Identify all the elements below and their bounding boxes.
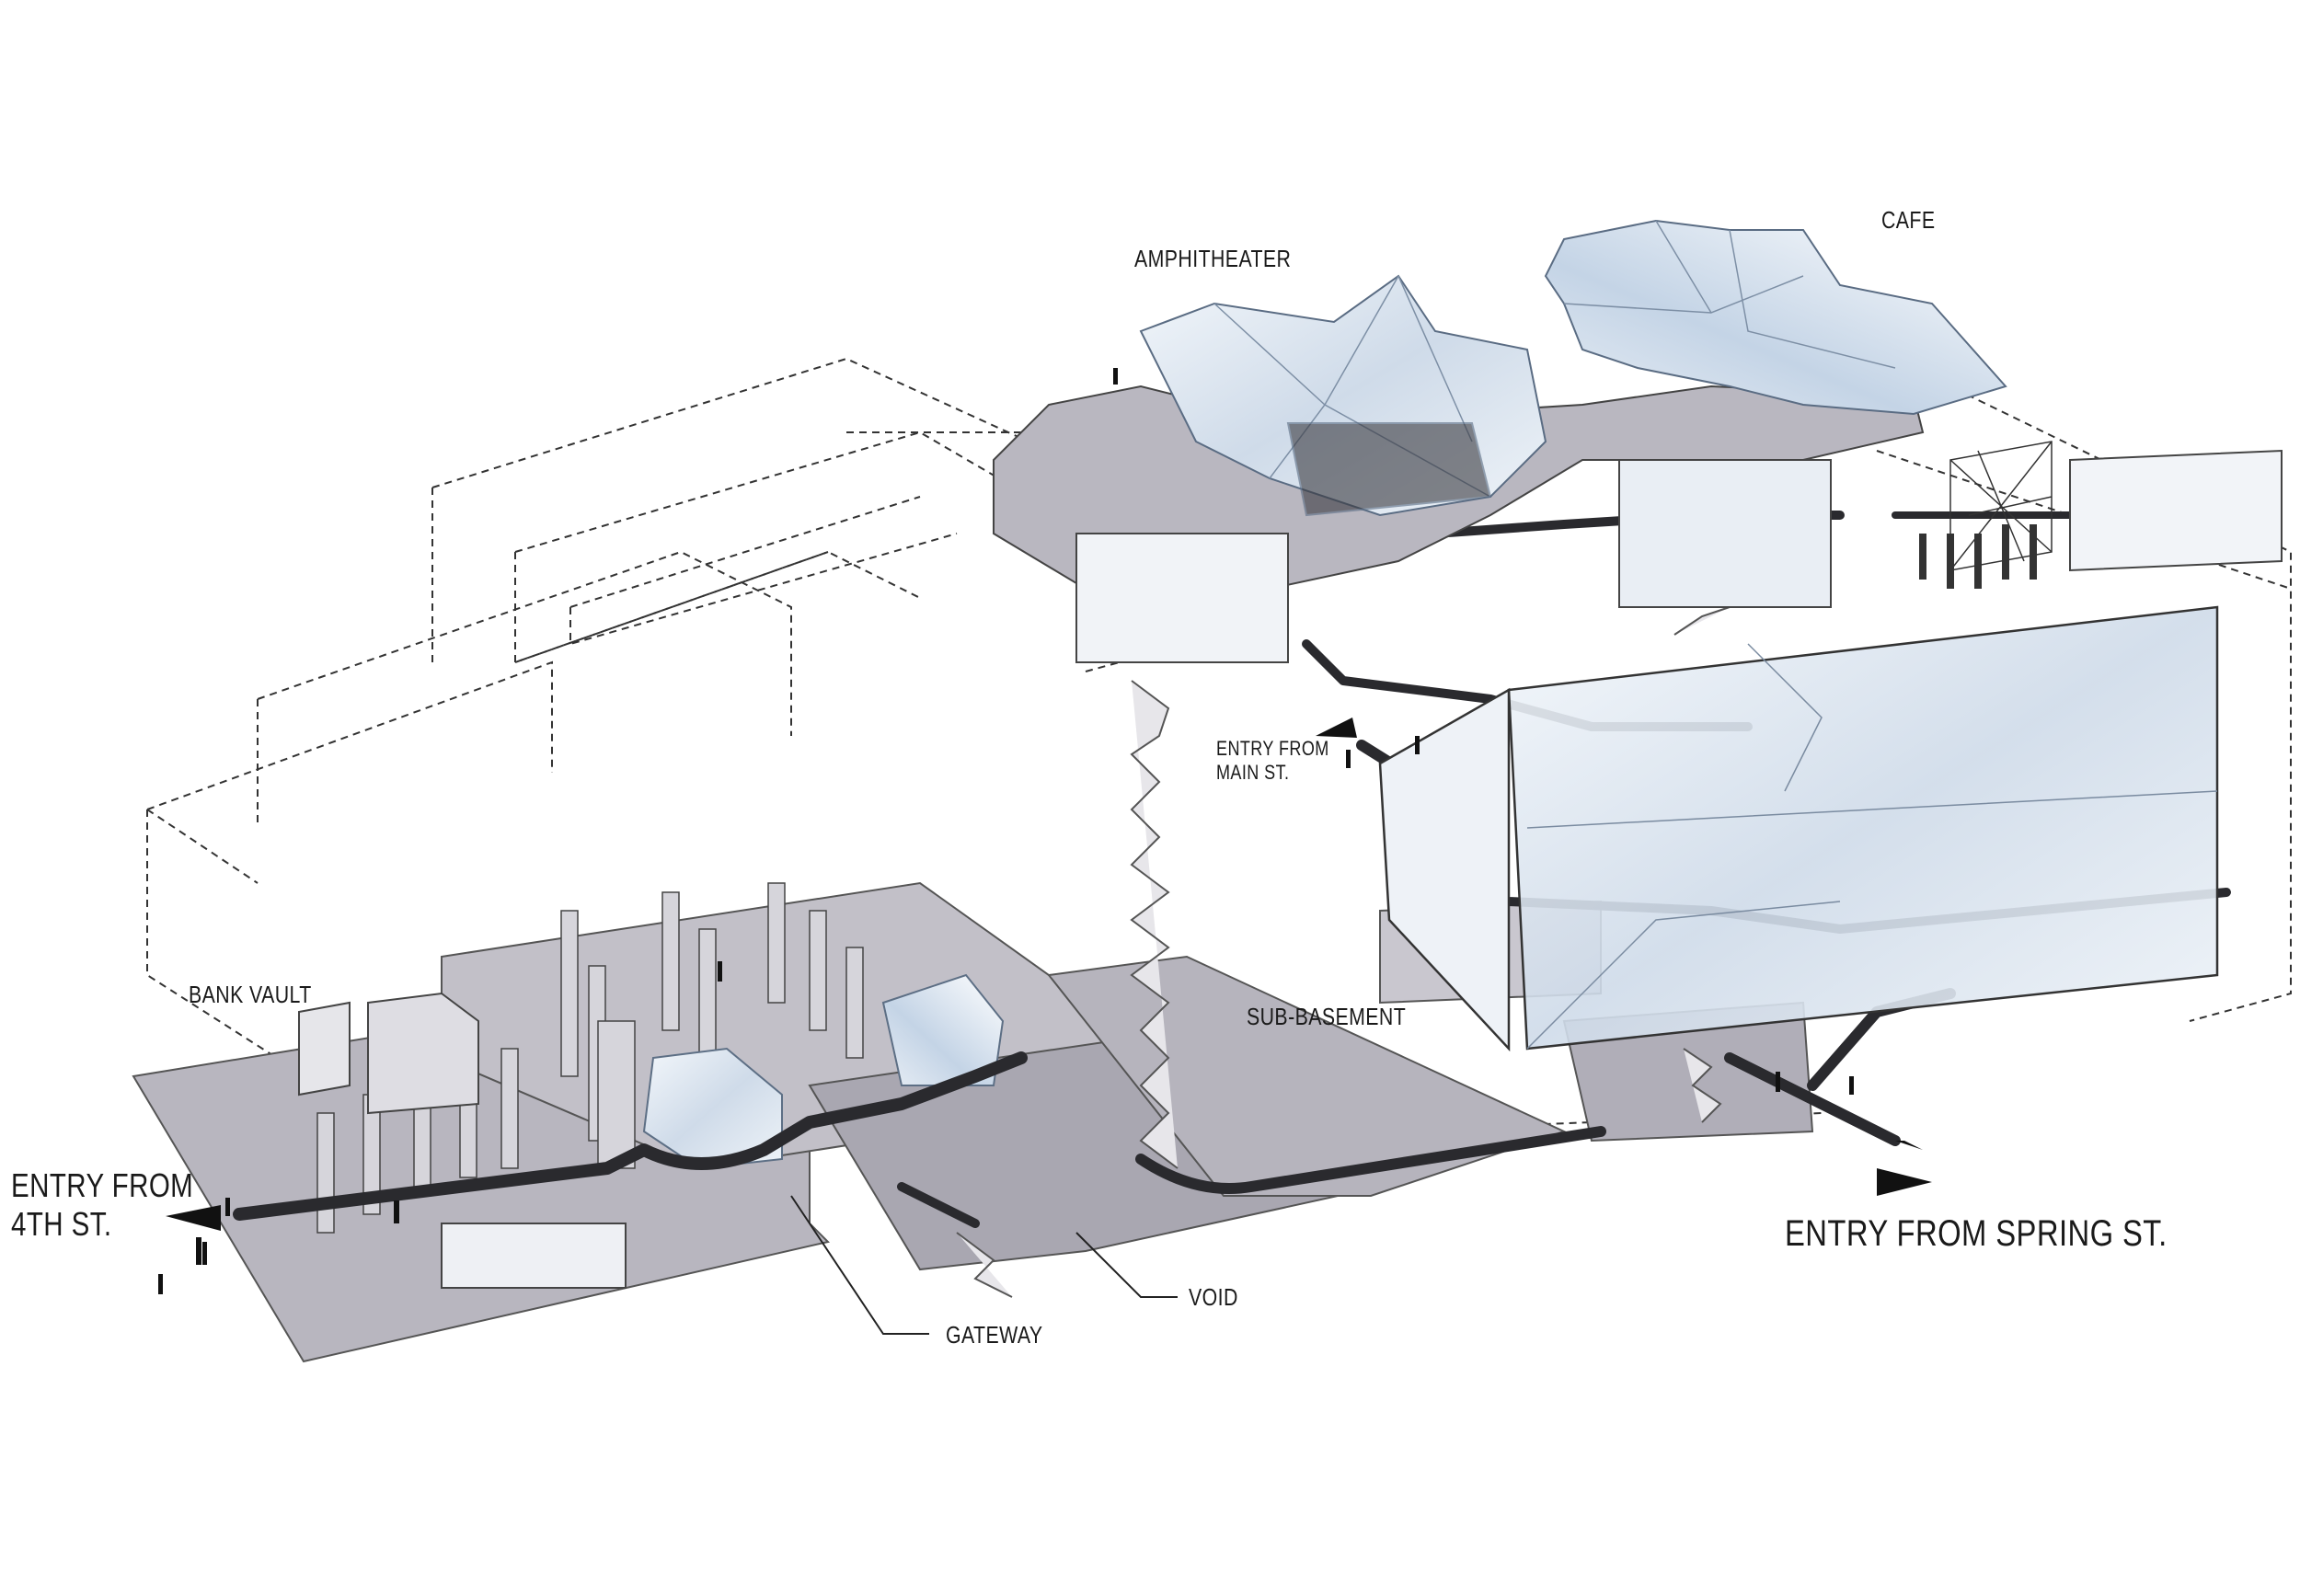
arrow-spring-st [1877, 1168, 1932, 1196]
label-entry-main-line2: MAIN ST. [1216, 761, 1290, 784]
path-void-down [897, 1182, 980, 1228]
column [661, 891, 680, 1031]
roof-lattice [1919, 441, 2053, 589]
gateway-pavilion [642, 973, 1005, 1170]
void-stair [956, 1232, 1013, 1298]
callout-leaders [790, 1195, 1178, 1335]
path-4th-st [233, 1051, 1028, 1221]
column [500, 1048, 519, 1169]
figure [196, 1237, 201, 1265]
ghost-block-upper [431, 357, 1050, 664]
arrow-4th-st [166, 1205, 221, 1231]
figure [1776, 1072, 1780, 1092]
label-amphitheater: AMPHITHEATER [1134, 245, 1292, 272]
leader-void [1075, 1232, 1178, 1298]
figure [158, 1274, 163, 1294]
column [809, 910, 827, 1031]
column [597, 1020, 636, 1169]
entry-arrows [166, 718, 1932, 1231]
label-entry-4th-line1: ENTRY FROM [11, 1166, 194, 1204]
amphitheater-canopy [1139, 274, 1547, 517]
spring-stair [1683, 1048, 1722, 1123]
path-sub-basement [1135, 1126, 1606, 1194]
figure [1415, 736, 1420, 754]
label-bank-vault: BANK VAULT [189, 981, 312, 1008]
stairs [956, 606, 1731, 1298]
figure [1113, 368, 1118, 385]
east-stair [1673, 606, 1731, 636]
label-entry-spring: ENTRY FROM SPRING ST. [1785, 1213, 2168, 1254]
path-spring-st [1724, 1052, 1901, 1146]
label-entry-4th-line2: 4TH ST. [11, 1205, 112, 1243]
label-cafe: CAFE [1881, 206, 1936, 234]
label-void: VOID [1189, 1283, 1238, 1311]
column [845, 947, 864, 1059]
cafe-canopy [1544, 219, 2007, 416]
column [560, 910, 579, 1077]
label-entry-main-line1: ENTRY FROM [1216, 737, 1329, 760]
roof-platform [993, 385, 2283, 663]
ghost-block-mid [257, 550, 921, 828]
figure [202, 1242, 207, 1265]
human-figures [158, 368, 1854, 1294]
label-sub-basement: SUB-BASEMENT [1247, 1003, 1407, 1030]
bank-vault [298, 992, 627, 1289]
column [316, 1112, 335, 1234]
figure [1346, 750, 1351, 768]
leader-gateway [790, 1195, 929, 1335]
arrow-spring-path [1895, 1141, 1923, 1150]
figure [225, 1198, 230, 1216]
arrow-main-st [1316, 718, 1357, 738]
main-stair [1130, 680, 1179, 1169]
column [767, 882, 786, 1004]
east-glass-hall [1378, 605, 2219, 1052]
label-gateway: GATEWAY [946, 1321, 1043, 1349]
figure [1849, 1076, 1854, 1095]
floor-plate-sub-basement [1047, 955, 1567, 1197]
figure [394, 1200, 399, 1223]
figure [718, 961, 722, 982]
